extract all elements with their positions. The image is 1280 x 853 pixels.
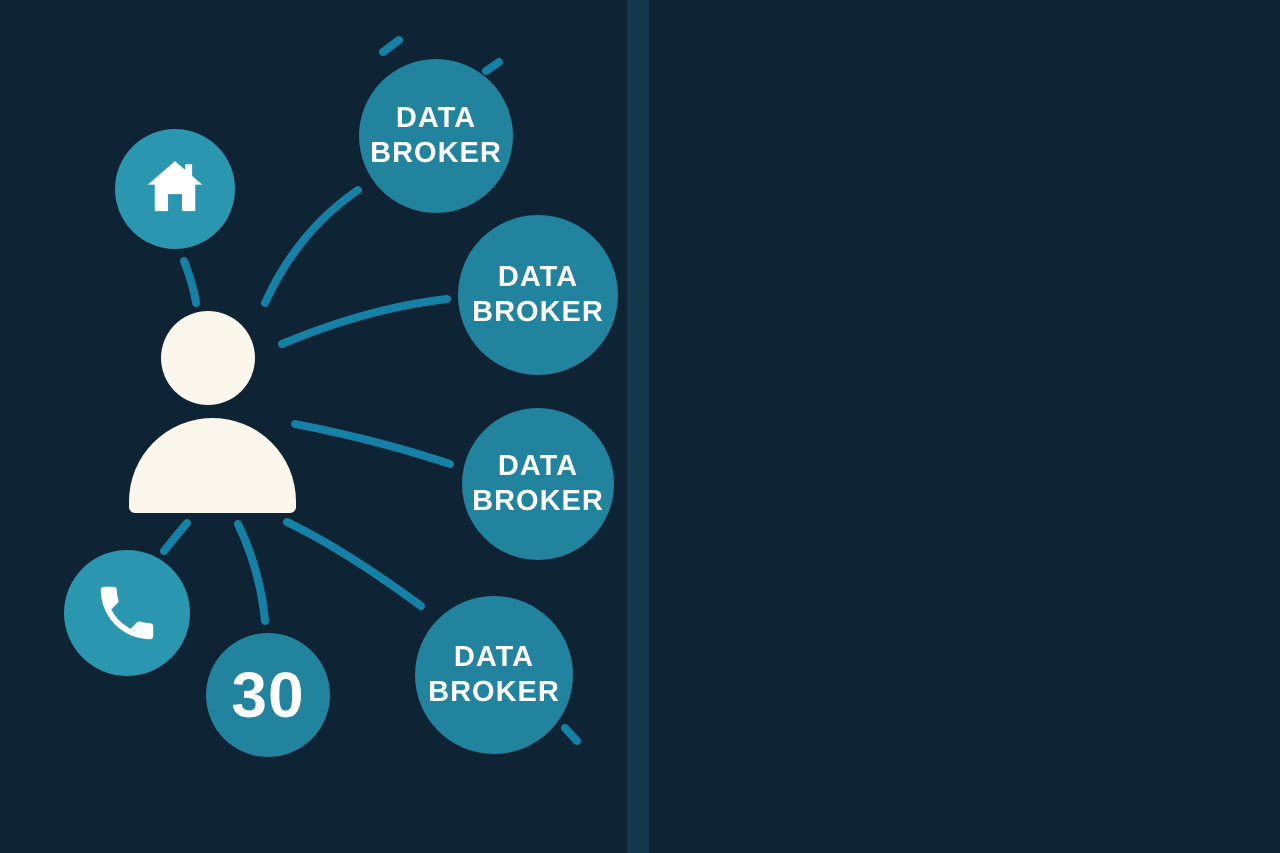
connector-line-broker2 [278, 295, 451, 348]
connector-line-phone [160, 519, 191, 555]
panel-divider [627, 0, 649, 853]
home-circle [115, 129, 235, 249]
count-badge: 30 [231, 659, 305, 731]
broker-label-line2: BROKER [370, 137, 502, 169]
count-circle: 30 [206, 633, 330, 757]
broker-label-line2: BROKER [428, 676, 560, 708]
broker-label-line1: DATA [497, 260, 579, 293]
connector-dash-1 [379, 36, 403, 56]
broker-label-line1: DATA [453, 640, 535, 673]
broker-label-line1: DATA [395, 101, 477, 134]
broker-label-line2: BROKER [472, 485, 604, 517]
person-head [161, 311, 255, 405]
phone-icon [100, 586, 154, 640]
connector-line-broker1 [261, 186, 362, 307]
person-body [129, 418, 296, 513]
phone-circle [64, 550, 190, 676]
connector-line-house [180, 257, 200, 307]
connector-line-broker3 [291, 420, 454, 468]
data-broker-circle: DATA BROKER [462, 408, 614, 560]
connector-dash-2 [482, 58, 503, 75]
broker-label-line2: BROKER [472, 296, 604, 328]
right-panel-protected-person [649, 0, 1280, 853]
broker-label-line1: DATA [497, 449, 579, 482]
data-broker-circle: DATA BROKER [458, 215, 618, 375]
connector-line-broker4 [283, 518, 425, 610]
data-broker-circle: DATA BROKER [415, 596, 573, 754]
data-broker-circle: DATA BROKER [359, 59, 513, 213]
home-icon [147, 161, 203, 212]
connector-dash-3 [561, 724, 581, 745]
left-panel-tracked-person: DATA BROKER DATA BROKER DATA BROKER DATA… [0, 0, 627, 853]
connector-line-count [234, 520, 269, 625]
